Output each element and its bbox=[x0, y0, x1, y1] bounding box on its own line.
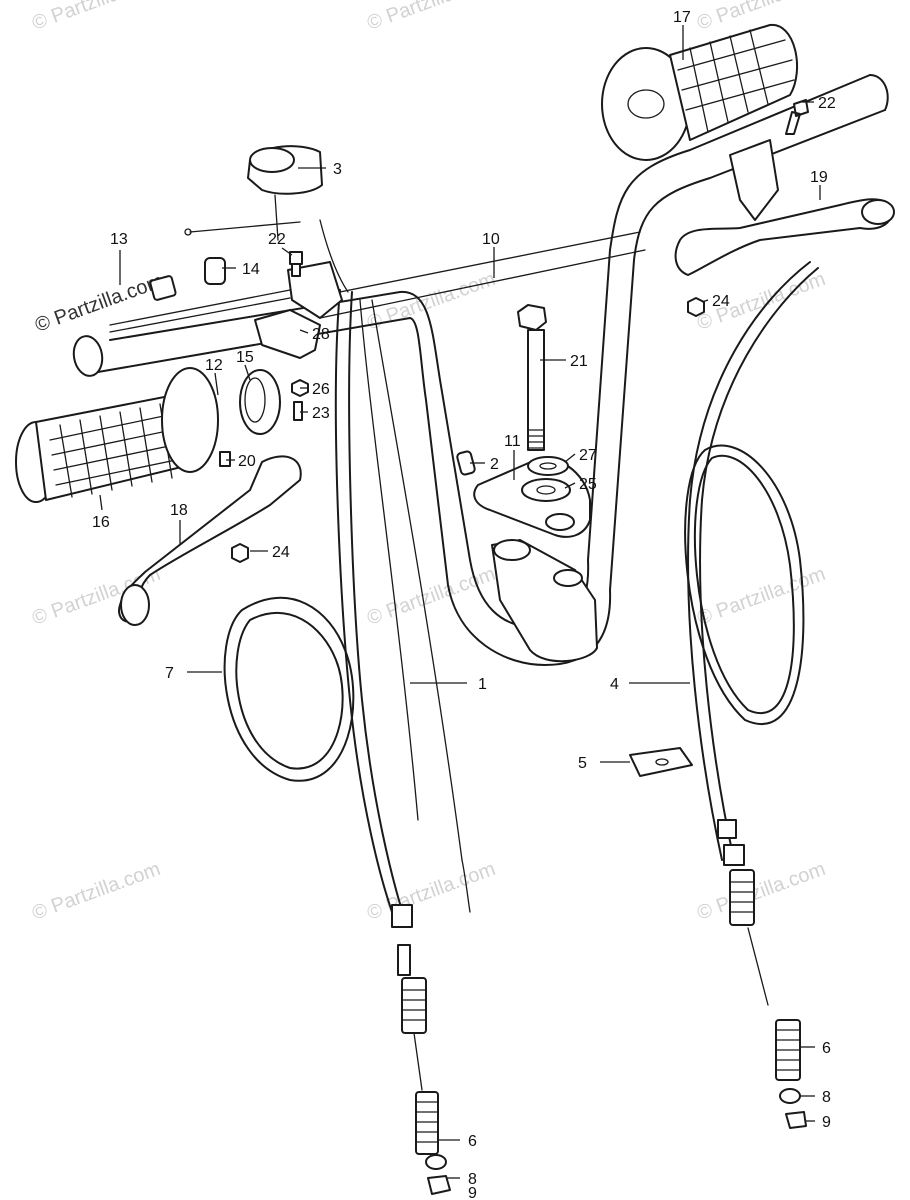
callout-14: 14 bbox=[242, 261, 260, 278]
callout-15: 15 bbox=[236, 349, 254, 366]
callout-24-left: 24 bbox=[272, 544, 290, 561]
callout-7: 7 bbox=[165, 665, 174, 682]
watermark: © Partzilla.com bbox=[364, 858, 498, 925]
callout-9-right: 9 bbox=[822, 1114, 831, 1131]
part-13 bbox=[149, 275, 177, 301]
screw-23 bbox=[293, 401, 303, 421]
callout-26: 26 bbox=[312, 381, 330, 398]
right-grip bbox=[601, 23, 798, 161]
callout-11: 11 bbox=[504, 433, 521, 450]
holder-bolt bbox=[517, 304, 547, 451]
watermark: © Partzilla.com bbox=[364, 0, 498, 35]
handlebar-drawing bbox=[15, 23, 895, 1195]
cables bbox=[184, 219, 819, 921]
part-14 bbox=[204, 257, 226, 285]
callouts: 1 2 3 4 5 6 6 7 8 8 9 9 10 11 12 13 14 1… bbox=[92, 9, 836, 1200]
callout-28: 28 bbox=[312, 326, 330, 343]
callout-22-right: 22 bbox=[818, 95, 836, 112]
cable-block-5 bbox=[629, 747, 693, 777]
watermark: © Partzilla.com bbox=[29, 0, 163, 35]
callout-4: 4 bbox=[610, 676, 619, 693]
callout-17: 17 bbox=[673, 9, 691, 26]
callout-20: 20 bbox=[238, 453, 256, 470]
callout-22-left: 22 bbox=[268, 231, 286, 248]
watermark: © Partzilla.com bbox=[364, 563, 498, 630]
throttle-housing bbox=[247, 145, 323, 241]
right-lever bbox=[674, 139, 895, 276]
watermark: © Partzilla.com bbox=[694, 858, 828, 925]
screw-22-left bbox=[289, 251, 303, 277]
callout-13: 13 bbox=[110, 231, 128, 248]
callout-2: 2 bbox=[490, 456, 499, 473]
callout-1: 1 bbox=[478, 676, 487, 693]
nut-24-left bbox=[231, 543, 249, 563]
callout-24-right: 24 bbox=[712, 293, 730, 310]
left-lever bbox=[118, 455, 302, 626]
nut-24-right bbox=[687, 297, 705, 317]
callout-5: 5 bbox=[578, 755, 587, 772]
callout-23: 23 bbox=[312, 405, 330, 422]
watermark: © Partzilla.com bbox=[29, 858, 163, 925]
screw-22-right bbox=[785, 99, 809, 135]
lever-holder bbox=[287, 261, 343, 319]
left-cable-adjuster bbox=[391, 904, 451, 1195]
watermark: © Partzilla.com bbox=[694, 563, 828, 630]
right-cable-adjuster bbox=[717, 819, 807, 1129]
washer-25 bbox=[521, 478, 571, 502]
left-grip bbox=[15, 367, 281, 503]
callout-16: 16 bbox=[92, 514, 110, 531]
callout-21: 21 bbox=[570, 353, 588, 370]
callout-6-right: 6 bbox=[822, 1040, 831, 1057]
callout-27: 27 bbox=[579, 447, 597, 464]
callout-12: 12 bbox=[205, 357, 223, 374]
callout-6-left: 6 bbox=[468, 1133, 477, 1150]
callout-8-right: 8 bbox=[822, 1089, 831, 1106]
screw-20 bbox=[219, 451, 231, 467]
callout-3: 3 bbox=[333, 161, 342, 178]
washer-27 bbox=[527, 456, 569, 476]
callout-8-left: 8 bbox=[468, 1171, 477, 1188]
callout-18: 18 bbox=[170, 502, 188, 519]
callout-25: 25 bbox=[579, 476, 597, 493]
callout-9-left: 9 bbox=[468, 1185, 477, 1200]
watermark-corner: © Partzilla.com bbox=[32, 270, 166, 337]
lever-bracket-28 bbox=[254, 309, 321, 359]
callout-19: 19 bbox=[810, 169, 828, 186]
leader-lines bbox=[99, 25, 821, 1179]
callout-10: 10 bbox=[482, 231, 500, 248]
cable-guide-2 bbox=[456, 450, 476, 476]
